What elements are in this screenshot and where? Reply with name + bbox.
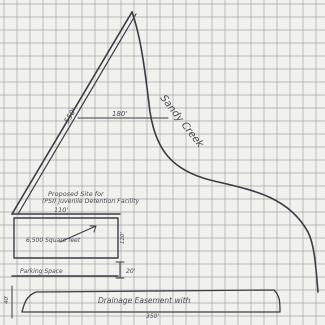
building-side-label: 120' — [120, 232, 126, 244]
site-boundary-left — [11, 11, 133, 215]
site-title-line1: Proposed Site for — [48, 190, 105, 198]
building-area-label: 6,500 Square feet — [26, 237, 81, 244]
parking-dimension-tick — [115, 261, 125, 279]
site-width-label: 110' — [54, 206, 68, 214]
parking-note-label: Parking Space — [20, 268, 63, 275]
bottom-dimension-label: 350' — [146, 313, 159, 320]
facility-outline — [13, 217, 119, 259]
vertical-dimension-label: 40' — [4, 295, 10, 304]
drainage-note-label: Drainage Easement with — [98, 296, 191, 305]
parking-depth-label: 20' — [126, 268, 136, 275]
creek-boundary — [131, 11, 319, 293]
site-title-line2: (PSI) Juvenile Detention Facility — [42, 197, 140, 205]
drainage-easement-outline — [21, 289, 281, 313]
top-interior-dimension-label: 180' — [112, 110, 127, 118]
facility-arrow — [59, 225, 97, 243]
site-boundary-left-double — [17, 13, 137, 215]
